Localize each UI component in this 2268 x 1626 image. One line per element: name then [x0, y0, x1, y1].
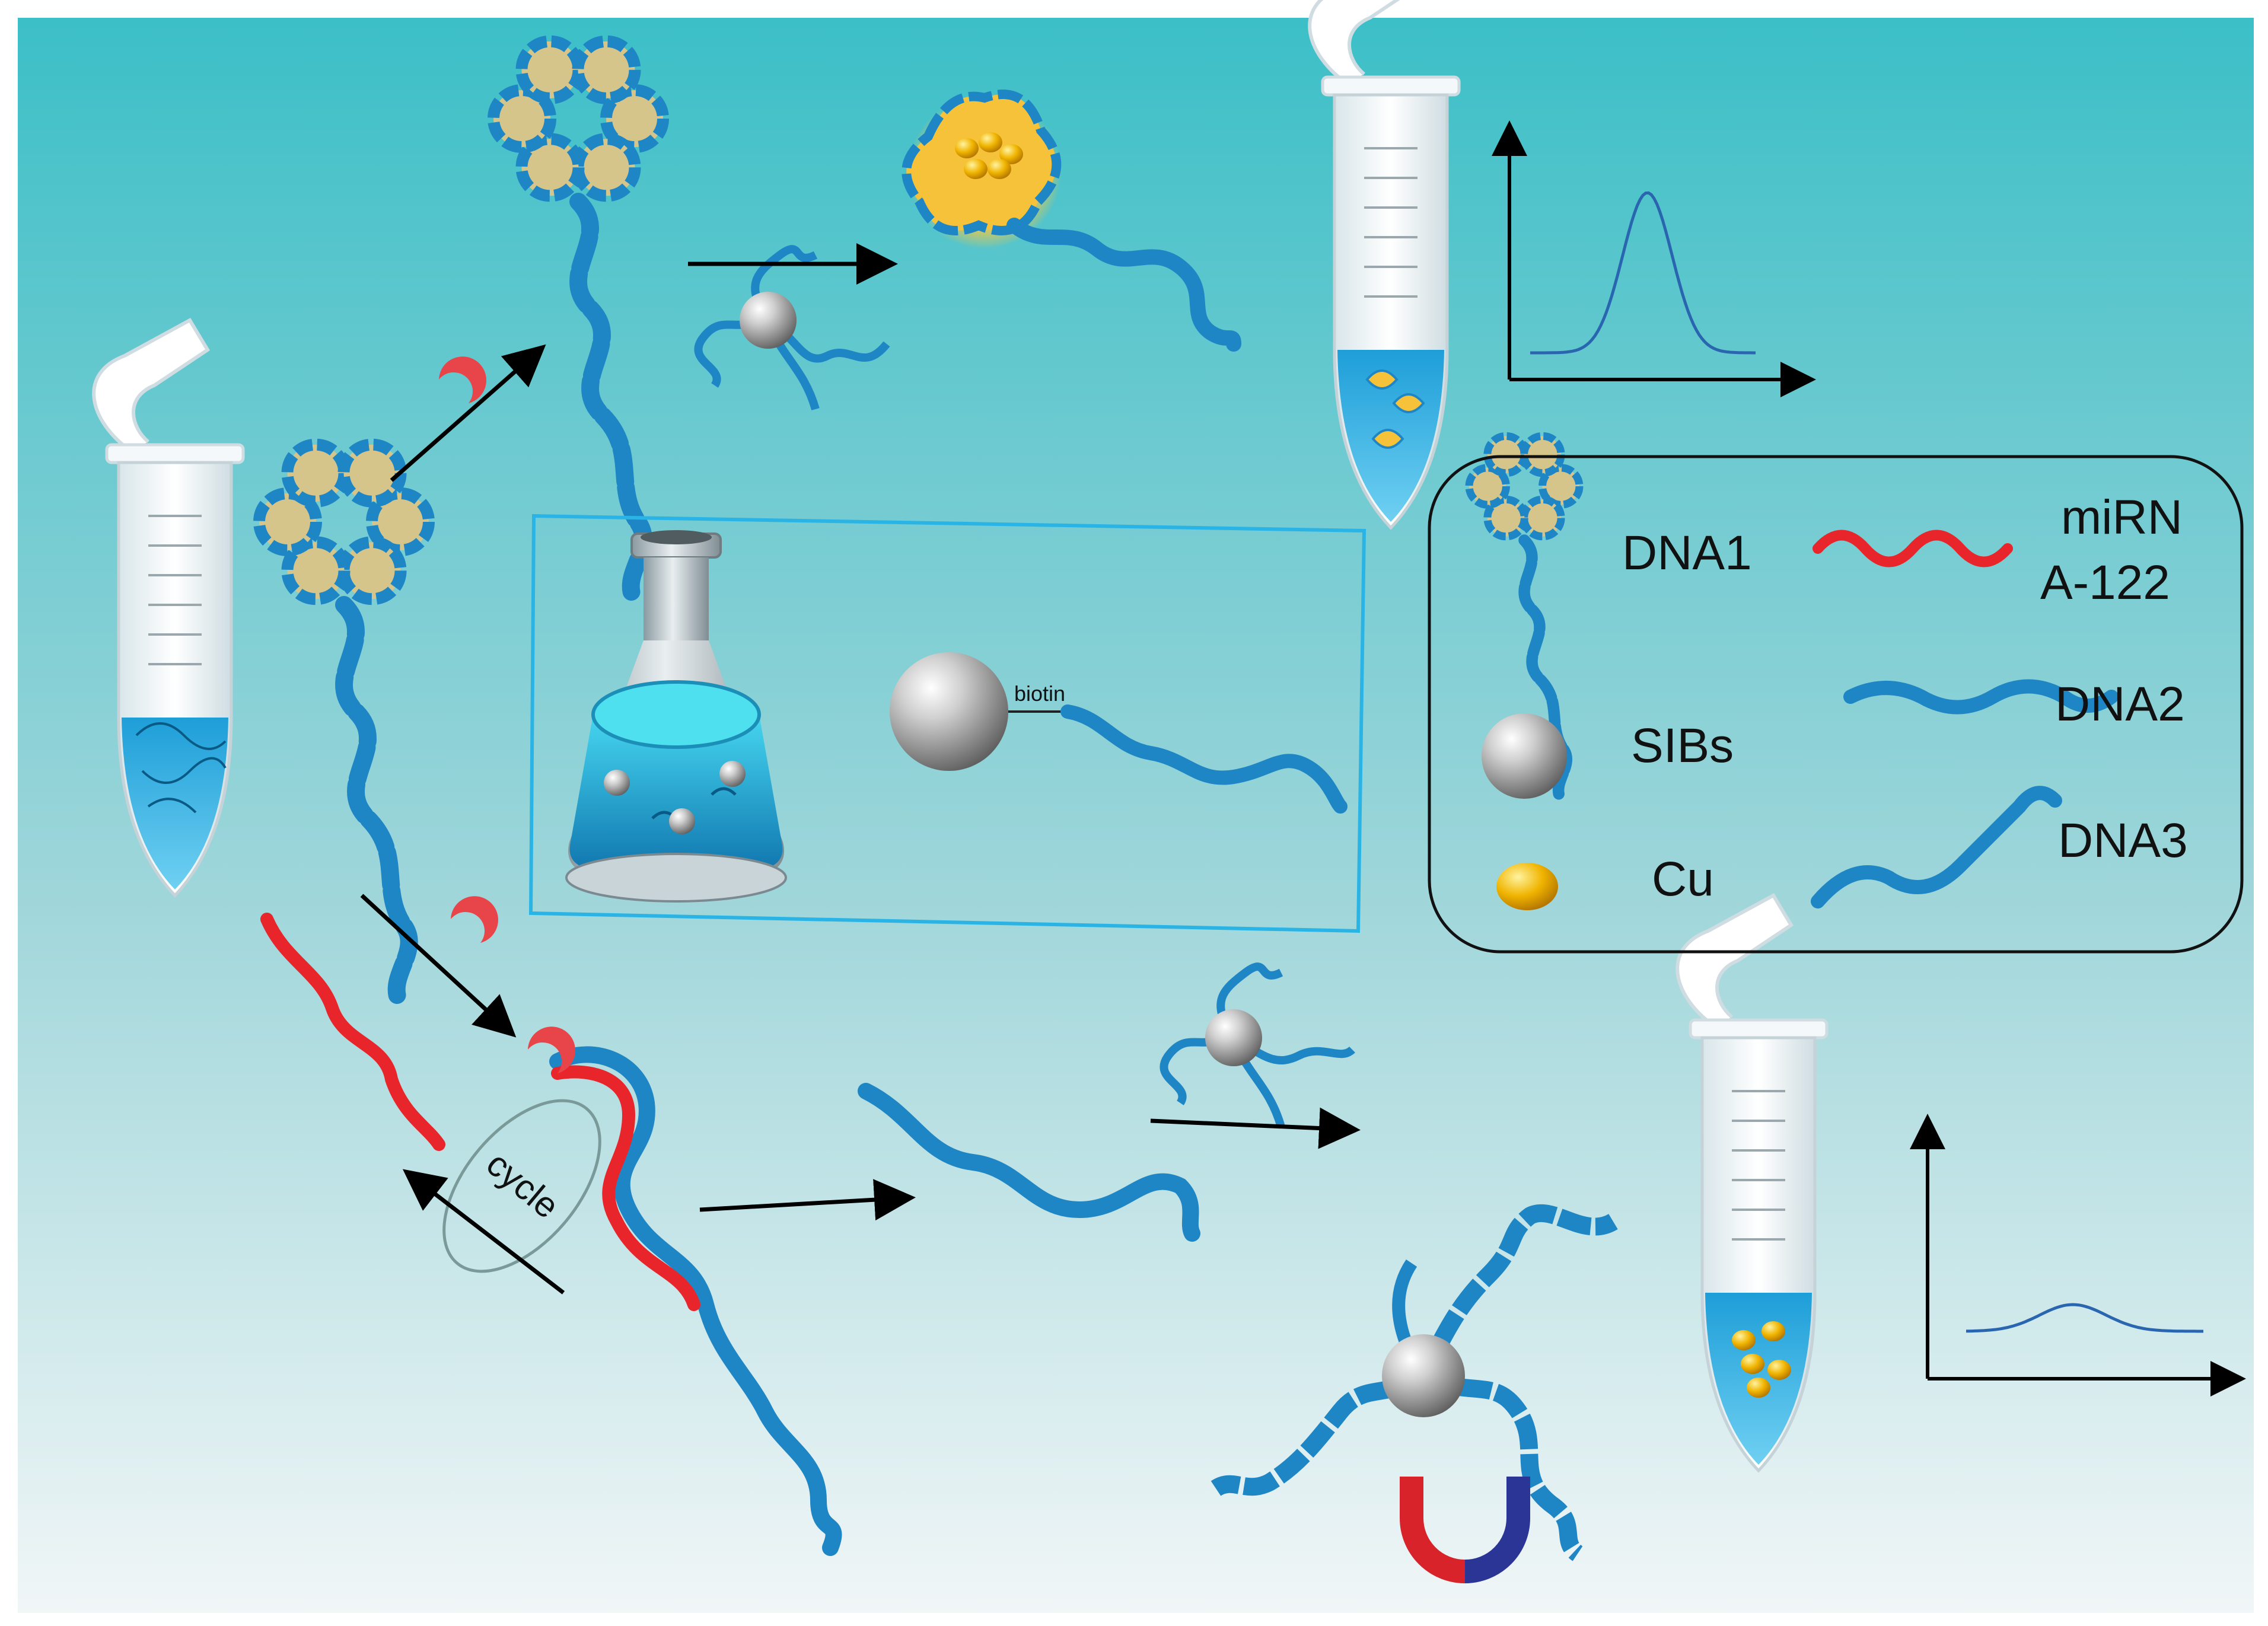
- sib-biotin-dna3: biotin: [890, 652, 1348, 814]
- legend-label-cu: Cu: [1652, 852, 1714, 906]
- legend-label-mirna-line1: miRN: [2061, 490, 2183, 544]
- dna1-copper-cluster: [902, 90, 1062, 249]
- mirna-released-strand: [260, 913, 445, 1151]
- chart-low-signal: [1910, 1114, 2246, 1397]
- legend-box: DNA1 SIBs Cu miRN A-122 DNA2 DNA3: [1428, 455, 2244, 954]
- chart-high-signal: [1492, 120, 1816, 397]
- legend-cu-icon: [1496, 863, 1558, 910]
- legend-label-dna2: DNA2: [2055, 677, 2185, 731]
- erlenmeyer-flask-icon: [565, 530, 787, 903]
- legend-mirna-icon: [1813, 530, 2013, 567]
- background-panel: [18, 18, 2254, 1613]
- sib-duplex-magnet: [1211, 1204, 1618, 1583]
- tube-start-icon: [92, 317, 245, 898]
- dna1-mirna-duplex: [528, 1026, 842, 1556]
- tube-low-signal-icon: [1675, 892, 1829, 1473]
- legend-dna3-icon: [1811, 786, 2062, 908]
- arrow-to-dna2: [699, 1179, 916, 1221]
- chart-high-curve: [1530, 191, 1756, 355]
- arrow-bottom-reaction: [1150, 1107, 1361, 1149]
- legend-label-dna3: DNA3: [2058, 814, 2188, 868]
- preparation-inset: biotin: [528, 514, 1366, 933]
- sib-dna3-top: [694, 245, 890, 410]
- enzyme-icon: [528, 1026, 575, 1073]
- enzyme-icon: [451, 896, 498, 943]
- legend-label-dna1: DNA1: [1622, 526, 1752, 580]
- arrow-to-duplex: [360, 894, 517, 1038]
- legend-sibs-icon: [1482, 713, 1567, 799]
- biotin-label: biotin: [1014, 681, 1065, 706]
- dna-stem-cu: [1006, 218, 1241, 352]
- arrow-to-top-hairpin: [390, 344, 546, 482]
- arrow-cycle-back: [402, 1169, 565, 1295]
- legend-label-mirna-line2: A-122: [2040, 556, 2170, 610]
- tube-high-signal-icon: [1308, 0, 1461, 530]
- enzyme-icon: [439, 356, 486, 403]
- legend-label-sibs: SIBs: [1631, 719, 1734, 773]
- chart-low-curve: [1966, 1303, 2203, 1333]
- dna2-released-strand: [858, 1083, 1200, 1242]
- legend-dna2-icon: [1843, 679, 2119, 715]
- u-magnet-icon: [1400, 1477, 1530, 1583]
- sib-dna3-bottom: [1160, 962, 1355, 1128]
